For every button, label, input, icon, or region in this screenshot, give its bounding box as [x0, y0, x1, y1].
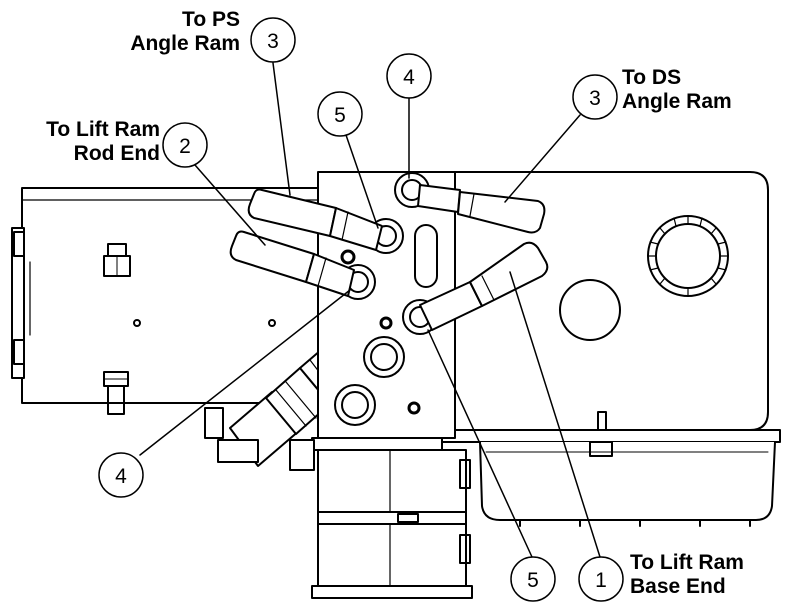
- callout-number: 5: [334, 104, 346, 127]
- reservoir-tray: [439, 429, 781, 527]
- label-line: To DS: [622, 66, 682, 89]
- leader-lines: [139, 62, 601, 558]
- label-line: Angle Ram: [622, 90, 732, 113]
- label-line: To PS: [182, 8, 240, 31]
- callout-5-bottom: 5: [510, 556, 556, 602]
- callout-3-ps: 3: [250, 17, 296, 63]
- callout-1: 1: [578, 556, 624, 602]
- valve-stack: [311, 437, 473, 599]
- label-to-lift-ram-rod-end: To Lift Ram Rod End: [46, 118, 160, 166]
- hose-ps-angle-ram: [247, 188, 383, 251]
- label-line: Angle Ram: [130, 32, 240, 55]
- callout-4-bottom: 4: [98, 452, 144, 498]
- callout-number: 4: [403, 66, 415, 89]
- callout-3-ds: 3: [572, 74, 618, 120]
- label-to-lift-ram-base-end: To Lift Ram Base End: [630, 551, 744, 599]
- callout-number: 3: [589, 87, 601, 110]
- callout-4-top: 4: [386, 53, 432, 99]
- label-line: Rod End: [73, 142, 160, 165]
- callout-number: 1: [595, 569, 607, 592]
- callout-2: 2: [162, 122, 208, 168]
- callout-number: 5: [527, 569, 539, 592]
- hose-ds-angle-ram: [417, 184, 546, 234]
- hose-lift-ram-base-end: [419, 241, 549, 331]
- label-to-ps-angle-ram: To PS Angle Ram: [130, 8, 240, 56]
- label-line: Base End: [630, 575, 726, 598]
- hose-lift-ram-rod-end: [229, 230, 355, 297]
- callout-number: 2: [179, 135, 191, 158]
- callout-number: 4: [115, 465, 127, 488]
- label-line: To Lift Ram: [46, 118, 160, 141]
- callout-5-top: 5: [317, 91, 363, 137]
- label-to-ds-angle-ram: To DS Angle Ram: [622, 66, 732, 114]
- label-line: To Lift Ram: [630, 551, 744, 574]
- callout-number: 3: [267, 30, 279, 53]
